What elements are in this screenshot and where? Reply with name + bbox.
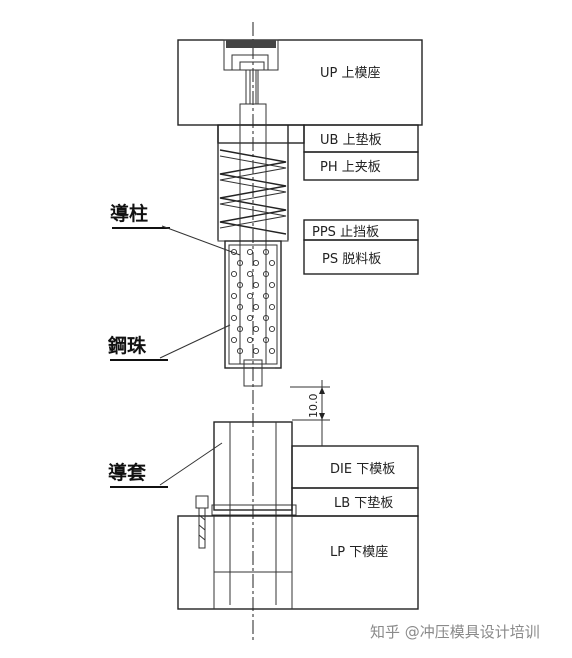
steel-ball (252, 303, 260, 311)
callout-guide-post: 導柱 (110, 202, 241, 256)
steel-ball (236, 281, 244, 289)
ub-plate-label: UB 上垫板 (320, 132, 382, 148)
bolt-head-shade (226, 40, 276, 48)
steel-ball (262, 314, 270, 322)
ps-plate (303, 239, 419, 275)
steel-ball (236, 303, 244, 311)
steel-ball (230, 336, 238, 344)
callout-guide-bush: 導套 (108, 442, 223, 488)
steel-ball (246, 336, 254, 344)
callout-steel-ball-label: 鋼珠 (107, 334, 147, 357)
lp-plate (177, 515, 419, 610)
steel-ball (268, 325, 276, 333)
steel-ball (236, 347, 244, 355)
up-plate (177, 39, 423, 126)
small-screw (195, 495, 209, 549)
steel-balls (230, 248, 276, 355)
steel-ball (236, 325, 244, 333)
steel-ball (268, 281, 276, 289)
lb-plate-label: LB 下垫板 (334, 495, 393, 511)
steel-ball (252, 281, 260, 289)
ph-plate-label: PH 上夹板 (320, 160, 381, 175)
steel-ball (262, 248, 270, 256)
gap-dimension-value: 10.0 (307, 394, 320, 419)
steel-ball (246, 270, 254, 278)
lp-plate-label: LP 下模座 (330, 545, 388, 560)
steel-ball (230, 314, 238, 322)
steel-ball (262, 292, 270, 300)
watermark: 知乎 @冲压模具设计培训 (370, 623, 540, 641)
steel-ball (252, 347, 260, 355)
steel-ball (268, 303, 276, 311)
die-plate-label: DIE 下模板 (330, 462, 395, 477)
callout-steel-ball: 鋼珠 (107, 324, 231, 361)
up-plate-label: UP 上模座 (320, 66, 381, 81)
bolt (223, 39, 279, 105)
ph-plate (303, 151, 419, 181)
steel-ball (252, 325, 260, 333)
steel-ball (252, 259, 260, 267)
steel-ball (246, 248, 254, 256)
steel-ball (236, 259, 244, 267)
steel-ball (230, 270, 238, 278)
steel-ball (246, 292, 254, 300)
steel-ball (246, 314, 254, 322)
steel-ball (230, 292, 238, 300)
ub-plate-left (217, 124, 305, 144)
callout-guide-bush-label: 導套 (108, 461, 147, 484)
callout-guide-post-label: 導柱 (110, 202, 148, 225)
steel-ball (268, 347, 276, 355)
steel-ball (262, 270, 270, 278)
steel-ball (268, 259, 276, 267)
steel-ball (262, 336, 270, 344)
spring (217, 142, 289, 242)
pps-plate-label: PPS 止挡板 (312, 225, 379, 240)
gap-dimension: 10.0 (290, 380, 330, 446)
ps-plate-label: PS 脱料板 (322, 252, 381, 267)
